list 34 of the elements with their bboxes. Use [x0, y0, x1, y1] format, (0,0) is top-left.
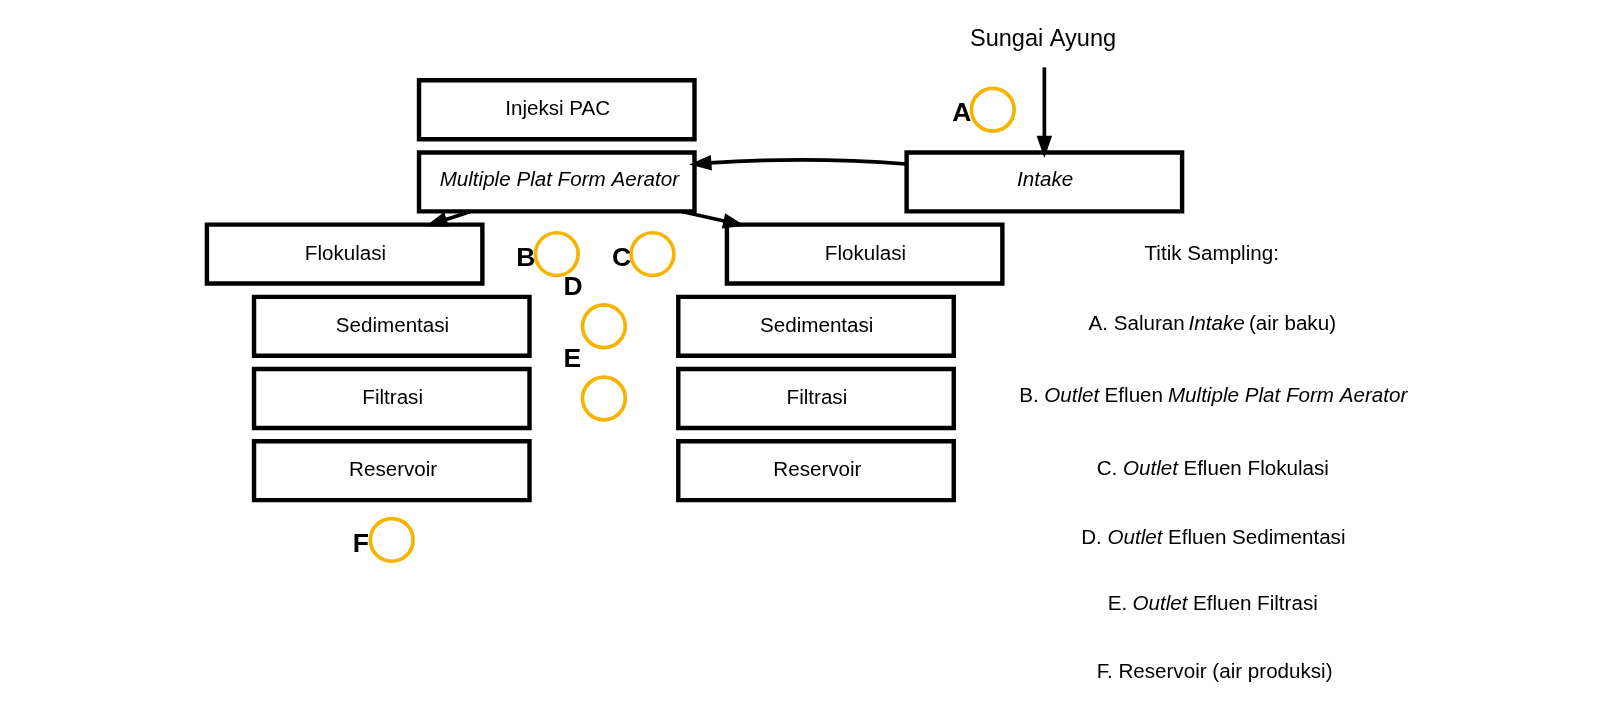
node-box: Flokulasi — [724, 222, 1005, 286]
label: Titik Sampling: — [1144, 240, 1279, 264]
label: E. Outlet Efluen Filtrasi — [1107, 591, 1318, 615]
label: B. Outlet Efluen Multiple Plat Form Aerator — [1019, 383, 1408, 407]
node-box: Injeksi PAC — [416, 78, 697, 142]
arrow — [689, 155, 907, 171]
node-box: Intake — [904, 150, 1185, 214]
label: A. Saluran Intake (air baku) — [1088, 311, 1337, 335]
node-label: C — [612, 241, 632, 272]
node-box: Filtrasi — [251, 366, 532, 431]
node-box: Sedimentasi — [251, 294, 532, 358]
node-label: D — [563, 271, 583, 302]
node-box: Flokulasi — [204, 222, 485, 286]
arrow — [1036, 67, 1053, 158]
node-label: F — [352, 527, 369, 558]
arrow — [425, 209, 472, 227]
node-circle — [580, 375, 628, 422]
node-box: Reservoir — [251, 439, 532, 503]
node-circle — [368, 516, 415, 564]
node-label: E — [563, 343, 582, 374]
node-text: Sungai Ayung — [969, 25, 1117, 52]
label: F. Reservoir (air produksi) — [1096, 658, 1333, 682]
node-label: B — [516, 241, 536, 272]
node-circle — [629, 230, 676, 278]
label: D. Outlet Efluen Sedimentasi — [1081, 524, 1346, 548]
node-circle — [533, 230, 580, 278]
node-box: Reservoir — [676, 439, 956, 503]
node-box: Sedimentasi — [676, 294, 956, 358]
node-label: A — [952, 97, 972, 128]
node-circle — [580, 303, 628, 350]
node-box: Multiple Plat Form Aerator — [416, 150, 697, 214]
node-circle — [969, 86, 1016, 133]
label: C. Outlet Efluen Flokulasi — [1096, 455, 1329, 479]
node-box: Filtrasi — [676, 366, 956, 431]
